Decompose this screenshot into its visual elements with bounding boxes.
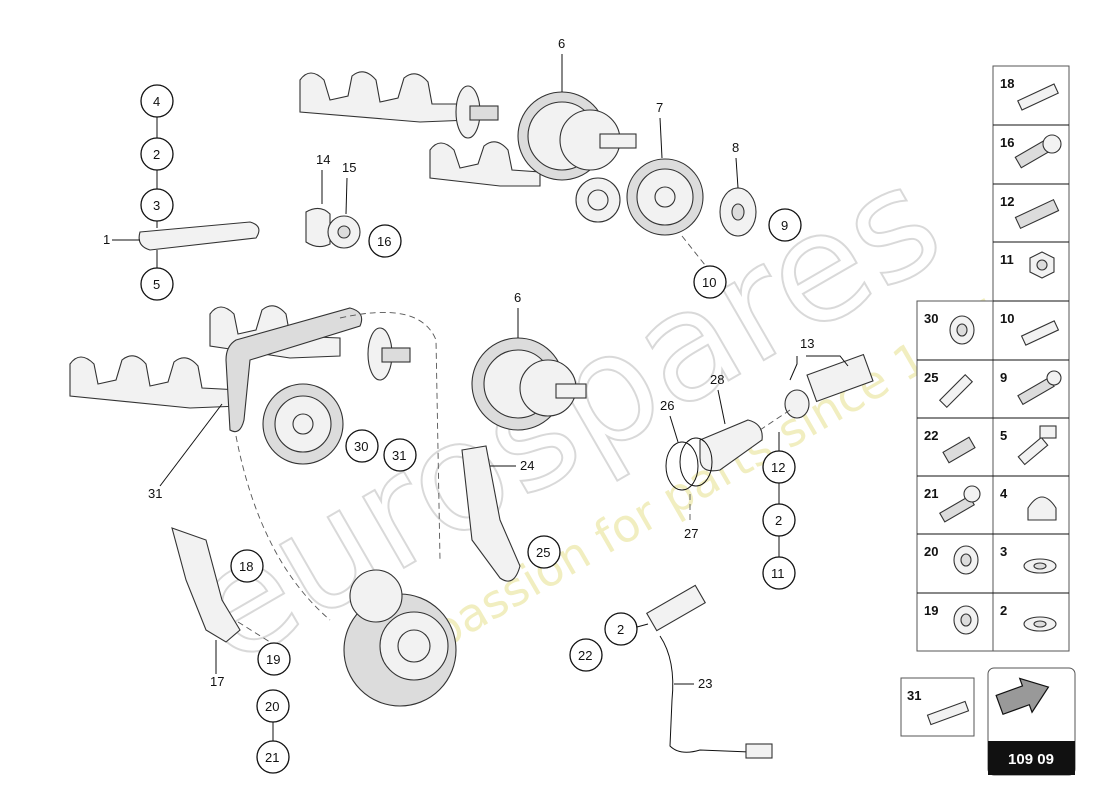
callout-7: 7	[656, 100, 663, 115]
callout-10: 10	[702, 275, 716, 290]
bolt-25-icon	[938, 373, 974, 409]
spring-washer-20-icon	[953, 545, 979, 575]
callout-26: 26	[660, 398, 674, 413]
hardware-legend: 18 16 12 11 10 9 5 4 3 2 30 25 22 21 20 …	[916, 65, 1070, 652]
callout-30: 30	[354, 439, 368, 454]
sprocket-7	[626, 158, 704, 236]
legend-extra-31: 31	[900, 677, 975, 737]
callout-19: 19	[266, 652, 280, 667]
callout-27: 27	[684, 526, 698, 541]
legend-num-18: 18	[1000, 76, 1014, 91]
callout-3: 3	[153, 198, 160, 213]
sensor-23	[645, 584, 773, 759]
callout-31-chain: 31	[148, 486, 162, 501]
crank-sprocket	[343, 569, 457, 707]
washer-3-icon	[1023, 558, 1057, 574]
chain-guide-24	[461, 445, 521, 582]
bolt-5-icon	[1017, 425, 1057, 466]
callout-2-circle-sensor	[604, 612, 638, 646]
callout-14: 14	[316, 152, 330, 167]
legend-num-22: 22	[924, 428, 938, 443]
washer-8	[719, 187, 757, 237]
callout-4: 4	[153, 94, 160, 109]
callout-6-top: 6	[558, 36, 565, 51]
callout-2-sensor: 2	[617, 622, 624, 637]
callout-16-circle	[368, 224, 402, 258]
legend-num-25: 25	[924, 370, 938, 385]
callout-11: 11	[771, 566, 785, 581]
callout-16: 16	[377, 234, 391, 249]
lower-cam-sprocket	[471, 337, 587, 431]
lower-sprocket-30	[262, 383, 344, 465]
legend-num-11: 11	[1000, 252, 1014, 267]
callout-22-circle	[569, 638, 603, 672]
seal-rings-26-27	[665, 437, 713, 491]
legend-num-2: 2	[1000, 603, 1007, 618]
callout-24: 24	[520, 458, 534, 473]
callout-15: 15	[342, 160, 356, 175]
legend-num-30: 30	[924, 311, 938, 326]
upper-camshaft	[299, 71, 541, 187]
upper-cam-sprocket	[517, 91, 637, 223]
screw-22-icon	[942, 436, 976, 464]
callout-12: 12	[771, 460, 785, 475]
callout-25: 25	[536, 545, 550, 560]
callout-9: 9	[781, 218, 788, 233]
bolt-16-icon	[1014, 134, 1062, 169]
callout-31-circle	[383, 438, 417, 472]
callout-9-circle	[768, 208, 802, 242]
callout-20: 20	[265, 699, 279, 714]
callout-21: 21	[265, 750, 279, 765]
arrow-icon	[995, 677, 1050, 716]
legend-num-4: 4	[1000, 486, 1008, 501]
callout-5: 5	[153, 277, 160, 292]
callout-18: 18	[239, 559, 253, 574]
legend-num-5: 5	[1000, 428, 1007, 443]
legend-num-12: 12	[1000, 194, 1014, 209]
callout-28: 28	[710, 372, 724, 387]
legend-num-16: 16	[1000, 135, 1014, 150]
callout-10-circle	[693, 265, 727, 299]
callout-6-lower: 6	[514, 290, 521, 305]
nut-11-icon	[1029, 251, 1055, 279]
callout-25-circle	[527, 535, 561, 569]
callout-8: 8	[732, 140, 739, 155]
bolt-18-icon	[1017, 83, 1059, 111]
callout-13: 13	[800, 336, 814, 351]
bolt-10-icon	[1020, 320, 1060, 346]
page-number-box: 109 09	[987, 667, 1076, 776]
legend-num-10: 10	[1000, 311, 1014, 326]
legend-num-31: 31	[907, 688, 921, 703]
legend-num-9: 9	[1000, 370, 1007, 385]
timing-chain-31	[225, 307, 363, 433]
callout-2-right: 2	[775, 513, 782, 528]
callout-1: 1	[103, 232, 110, 247]
callout-23: 23	[698, 676, 712, 691]
callout-17: 17	[210, 674, 224, 689]
callout-19-circle	[257, 642, 291, 676]
screw-21-icon	[939, 485, 981, 523]
washer-2-icon	[1023, 616, 1057, 632]
washer-19-icon	[953, 605, 979, 635]
callout-22: 22	[578, 648, 592, 663]
legend-num-3: 3	[1000, 544, 1007, 559]
legend-num-21: 21	[924, 486, 938, 501]
screw-9-icon	[1017, 370, 1062, 406]
nut-30-icon	[949, 315, 975, 345]
callout-30-circle	[345, 429, 379, 463]
page-number: 109 09	[1008, 751, 1054, 768]
tensioner-rail-17	[171, 527, 241, 643]
cam-segments-14-15	[305, 207, 361, 249]
legend-num-20: 20	[924, 544, 938, 559]
callout-18-circle	[230, 549, 264, 583]
legend-num-19: 19	[924, 603, 938, 618]
tensioner-28	[699, 353, 874, 472]
callout-31-circled: 31	[392, 448, 406, 463]
callout-2-top: 2	[153, 147, 160, 162]
cap-nut-4-icon	[1027, 496, 1057, 521]
stud-12-icon	[1014, 198, 1060, 230]
